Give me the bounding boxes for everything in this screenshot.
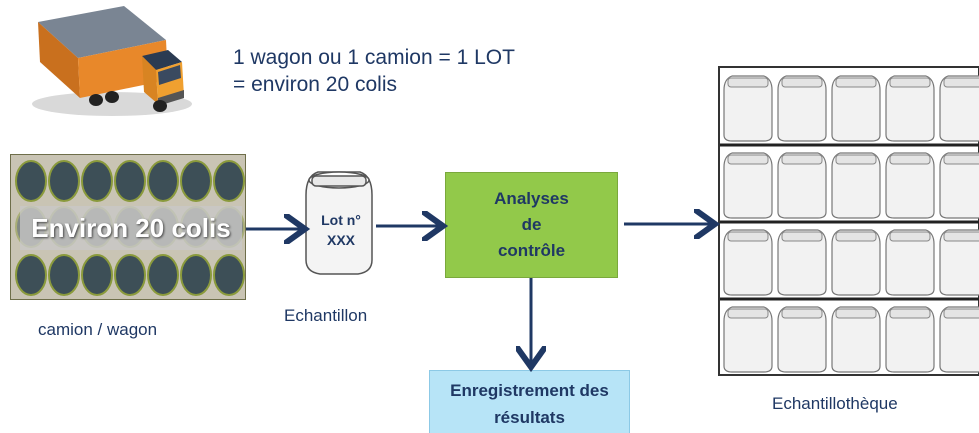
shelf-jar-icon <box>885 75 935 142</box>
sample-library-shelf <box>718 66 979 376</box>
shelf-jar-icon <box>885 152 935 219</box>
shelf-jar-icon <box>723 229 773 296</box>
truck-icon <box>32 6 192 116</box>
shelf-jar-icon <box>723 152 773 219</box>
shelf-jar-icon <box>831 229 881 296</box>
shelf-jar-icon <box>939 152 979 219</box>
shelf-jar-icon <box>723 75 773 142</box>
jar-label-line2: XXX <box>326 232 355 248</box>
shelf-jar-icon <box>939 229 979 296</box>
results-line1: Enregistrement des <box>450 381 609 400</box>
shelf-jar-icon <box>777 75 827 142</box>
lot-definition-line2: = environ 20 colis <box>233 73 398 96</box>
shelf-jar-icon <box>831 306 881 373</box>
jar-label-line1: Lot n° <box>321 212 361 228</box>
lot-definition-line1: 1 wagon ou 1 camion = 1 LOT <box>233 46 515 69</box>
jar-icon <box>305 171 373 275</box>
shelf-jar-icon <box>939 306 979 373</box>
results-line2: résultats <box>494 408 565 427</box>
shelf-jar-icon <box>885 229 935 296</box>
shelf-jar-icon <box>723 306 773 373</box>
shelf-jars <box>720 75 979 373</box>
shelf-jar-icon <box>939 75 979 142</box>
sample-library-caption: Echantillothèque <box>772 394 898 413</box>
shelf-jar-icon <box>777 152 827 219</box>
shelf-jar-icon <box>831 75 881 142</box>
shelf-jar-icon <box>777 229 827 296</box>
jar-label: Lot n° XXX <box>310 210 372 250</box>
shelf-jar-icon <box>831 152 881 219</box>
analysis-line2: de <box>521 215 542 234</box>
shelf-jar-icon <box>777 306 827 373</box>
lot-definition-text: 1 wagon ou 1 camion = 1 LOT = environ 20… <box>233 44 515 98</box>
sample-caption: Echantillon <box>284 306 368 325</box>
shelf-jar-icon <box>885 306 935 373</box>
pallet-label: Environ 20 colis <box>20 206 242 250</box>
pallet-caption: camion / wagon <box>38 320 158 339</box>
analysis-box: Analyses de contrôle <box>445 172 618 278</box>
analysis-line3: contrôle <box>497 241 566 260</box>
analysis-line1: Analyses <box>494 189 569 208</box>
